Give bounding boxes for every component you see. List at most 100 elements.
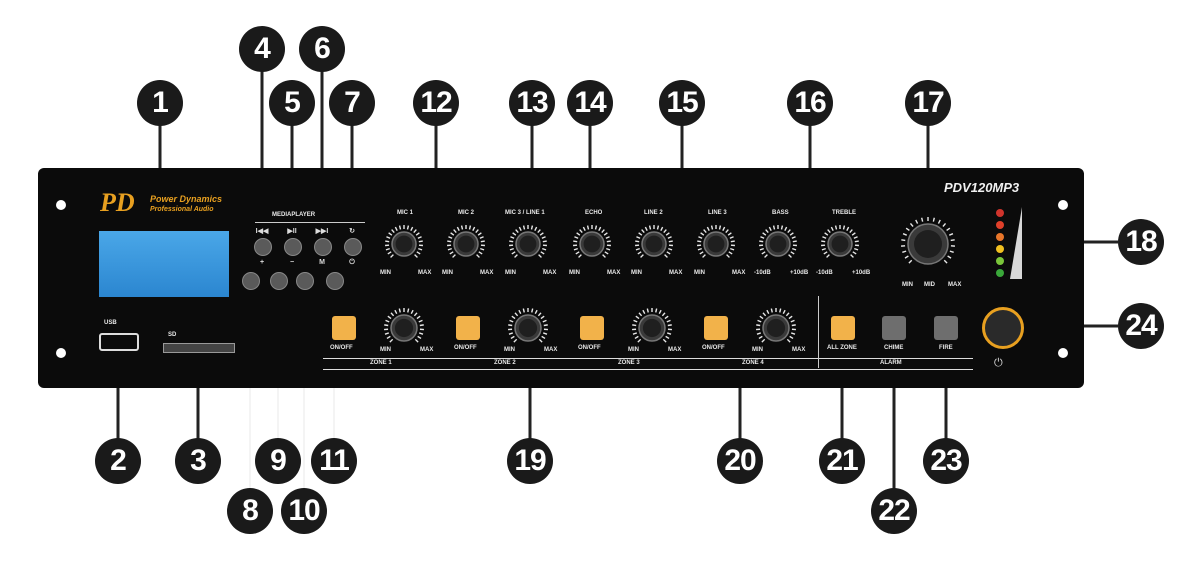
- callout-7: 7: [329, 80, 375, 126]
- callout-20: 20: [717, 438, 763, 484]
- knob-max-label: MAX: [669, 270, 683, 276]
- zone2-on-off-button[interactable]: [456, 316, 480, 340]
- zone1-on-off-label: ON/OFF: [330, 345, 353, 351]
- knob-max-label: MAX: [480, 270, 494, 276]
- mediaplayer-line: [255, 222, 365, 223]
- zone-knob-min: MIN: [504, 347, 515, 353]
- zone-knob-max: MAX: [792, 347, 806, 353]
- alarm-label: ALARM: [880, 360, 902, 366]
- rack-hole: [56, 348, 66, 358]
- brand-tagline: Professional Audio: [150, 206, 214, 213]
- vu-ramp: [1010, 207, 1022, 279]
- usb-port[interactable]: [99, 333, 139, 351]
- callout-2: 2: [95, 438, 141, 484]
- zone2-label: ZONE 2: [494, 360, 516, 366]
- echo-knob[interactable]: [573, 225, 611, 258]
- master-volume-knob[interactable]: [901, 217, 955, 265]
- callout-23: 23: [923, 438, 969, 484]
- fire-label: FIRE: [939, 345, 953, 351]
- chime-label: CHIME: [884, 345, 904, 351]
- knob-max-label: MAX: [732, 270, 746, 276]
- callout-8: 8: [227, 488, 273, 534]
- treble-min-label: -10dB: [816, 270, 833, 276]
- zone3-on-off-label: ON/OFF: [578, 345, 601, 351]
- mic3-line1-knob[interactable]: [509, 225, 547, 258]
- callout-1: 1: [137, 80, 183, 126]
- prev-glyph: I◀◀: [255, 228, 269, 235]
- knob-label-mic3-line1: MIC 3 / LINE 1: [505, 210, 545, 216]
- callout-19: 19: [507, 438, 553, 484]
- sd-card-slot[interactable]: [163, 343, 235, 353]
- zone3-volume-knob[interactable]: [632, 308, 672, 343]
- all-zone-label: ALL ZONE: [827, 345, 857, 351]
- bass-knob[interactable]: [759, 225, 797, 258]
- callout-3: 3: [175, 438, 221, 484]
- callout-16: 16: [787, 80, 833, 126]
- zone-label-bar: [323, 358, 973, 370]
- zone2-volume-knob[interactable]: [508, 308, 548, 343]
- repeat-button[interactable]: [344, 238, 362, 256]
- power-button[interactable]: [982, 307, 1024, 349]
- knob-min-label: MIN: [631, 270, 642, 276]
- next-button[interactable]: [314, 238, 332, 256]
- zone1-volume-knob[interactable]: [384, 308, 424, 343]
- vu-led-3: [996, 233, 1004, 241]
- volume-up-button[interactable]: [242, 272, 260, 290]
- line3-knob[interactable]: [697, 225, 735, 258]
- mic1-knob[interactable]: [385, 225, 423, 258]
- callout-13: 13: [509, 80, 555, 126]
- play-pause-button[interactable]: [284, 238, 302, 256]
- player-power-button[interactable]: [326, 272, 344, 290]
- zone-knob-max: MAX: [544, 347, 558, 353]
- callout-18: 18: [1118, 219, 1164, 265]
- mode-button[interactable]: [296, 272, 314, 290]
- knob-label-line2: LINE 2: [644, 210, 663, 216]
- callout-5: 5: [269, 80, 315, 126]
- callout-21: 21: [819, 438, 865, 484]
- rack-hole: [1058, 348, 1068, 358]
- callout-22: 22: [871, 488, 917, 534]
- chime-button[interactable]: [882, 316, 906, 340]
- callout-9: 9: [255, 438, 301, 484]
- bass-min-label: -10dB: [754, 270, 771, 276]
- usb-label: USB: [104, 320, 117, 326]
- knob-label-mic2: MIC 2: [458, 210, 475, 216]
- play-pause-glyph: ▶II: [287, 228, 297, 235]
- volume-down-button[interactable]: [270, 272, 288, 290]
- zone4-label: ZONE 4: [742, 360, 764, 366]
- callout-17: 17: [905, 80, 951, 126]
- zone1-on-off-button[interactable]: [332, 316, 356, 340]
- knob-label-echo: ECHO: [585, 210, 603, 216]
- zone4-on-off-label: ON/OFF: [702, 345, 725, 351]
- knob-min-label: MIN: [442, 270, 453, 276]
- sd-label: SD: [168, 332, 177, 338]
- knob-min-label: MIN: [505, 270, 516, 276]
- alarm-divider: [818, 296, 819, 368]
- power-glyph: ⏻: [349, 259, 355, 266]
- vu-led-4: [996, 245, 1004, 253]
- fire-button[interactable]: [934, 316, 958, 340]
- knob-label-treble: TREBLE: [832, 210, 856, 216]
- callout-24: 24: [1118, 303, 1164, 349]
- plus-glyph: +: [259, 259, 265, 266]
- rack-hole: [56, 200, 66, 210]
- knob-label-bass: BASS: [772, 210, 789, 216]
- all-zone-button[interactable]: [831, 316, 855, 340]
- next-glyph: ▶▶I: [315, 228, 329, 235]
- callout-10: 10: [281, 488, 327, 534]
- knob-max-label: MAX: [607, 270, 621, 276]
- mic2-knob[interactable]: [447, 225, 485, 258]
- line2-knob[interactable]: [635, 225, 673, 258]
- knob-min-label: MIN: [380, 270, 391, 276]
- zone4-volume-knob[interactable]: [756, 308, 796, 343]
- zone-knob-max: MAX: [668, 347, 682, 353]
- master-max-label: MAX: [948, 282, 962, 288]
- repeat-glyph: ↻: [349, 228, 355, 235]
- prev-button[interactable]: [254, 238, 272, 256]
- knob-max-label: MAX: [418, 270, 432, 276]
- zone3-on-off-button[interactable]: [580, 316, 604, 340]
- treble-knob[interactable]: [821, 225, 859, 258]
- zone4-on-off-button[interactable]: [704, 316, 728, 340]
- callout-14: 14: [567, 80, 613, 126]
